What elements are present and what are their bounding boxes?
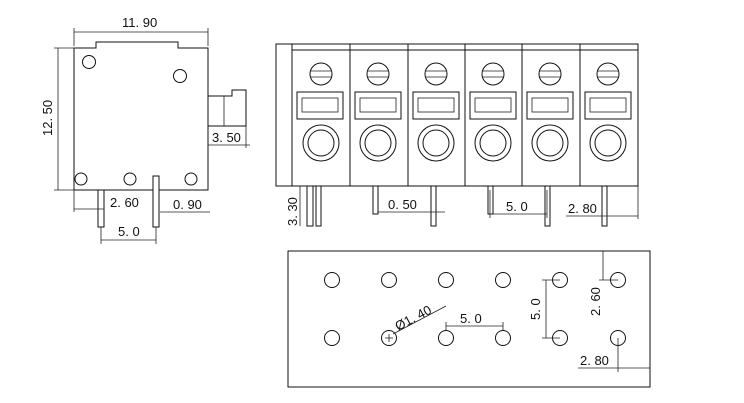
side-tab-label: 3. 50 <box>212 130 241 145</box>
front-offset-label: 2. 80 <box>568 201 597 216</box>
side-view: 11. 90 12. 50 3. 50 2. 60 0. 90 5. 0 <box>40 15 250 244</box>
side-pin <box>97 189 105 228</box>
front-pin-length-label: 3. 30 <box>285 197 300 226</box>
side-pin-pitch-label: 5. 0 <box>118 224 140 239</box>
side-hole <box>74 172 88 186</box>
pcb-outline <box>287 250 651 388</box>
side-width-label: 11. 90 <box>122 15 157 30</box>
front-pitch-label: 5. 0 <box>506 199 528 214</box>
side-pin <box>152 175 160 228</box>
pcb-hole <box>495 330 511 346</box>
front-view: 3. 30 0. 50 5. 0 2. 80 <box>275 43 639 227</box>
pcb-hole-label: Ø1. 40 <box>392 302 434 334</box>
pcb-hole <box>324 330 340 346</box>
side-height-label: 12. 50 <box>40 100 55 136</box>
front-pin-thickness-label: 0. 50 <box>388 197 417 212</box>
front-pole <box>412 44 466 227</box>
pcb-hole <box>438 272 454 288</box>
side-body <box>73 41 209 191</box>
pcb-hole <box>438 330 454 346</box>
pcb-layout: Ø1. 40 5. 0 5. 0 2. 60 2. 80 <box>287 250 651 388</box>
front-pole <box>469 44 523 215</box>
side-hole <box>82 55 96 69</box>
front-body <box>275 43 639 187</box>
side-pin-width-label: 0. 90 <box>173 197 202 212</box>
side-pin-offset-label: 2. 60 <box>110 195 139 210</box>
front-pole <box>526 44 581 227</box>
pcb-col-offset-label: 2. 80 <box>580 353 609 368</box>
pcb-hole <box>381 272 397 288</box>
side-hole <box>123 172 137 186</box>
pcb-row-offset-label: 2. 60 <box>588 287 603 316</box>
front-pole <box>584 62 632 227</box>
pcb-hole <box>381 330 397 346</box>
pcb-hole <box>495 272 511 288</box>
front-pole <box>354 44 409 215</box>
pcb-pitch-y-label: 5. 0 <box>528 298 543 320</box>
pcb-hole <box>324 272 340 288</box>
pcb-pitch-x-label: 5. 0 <box>460 311 482 326</box>
side-hole <box>173 69 187 83</box>
side-hole <box>184 172 198 186</box>
front-pole <box>296 44 351 227</box>
side-tab <box>208 89 247 127</box>
